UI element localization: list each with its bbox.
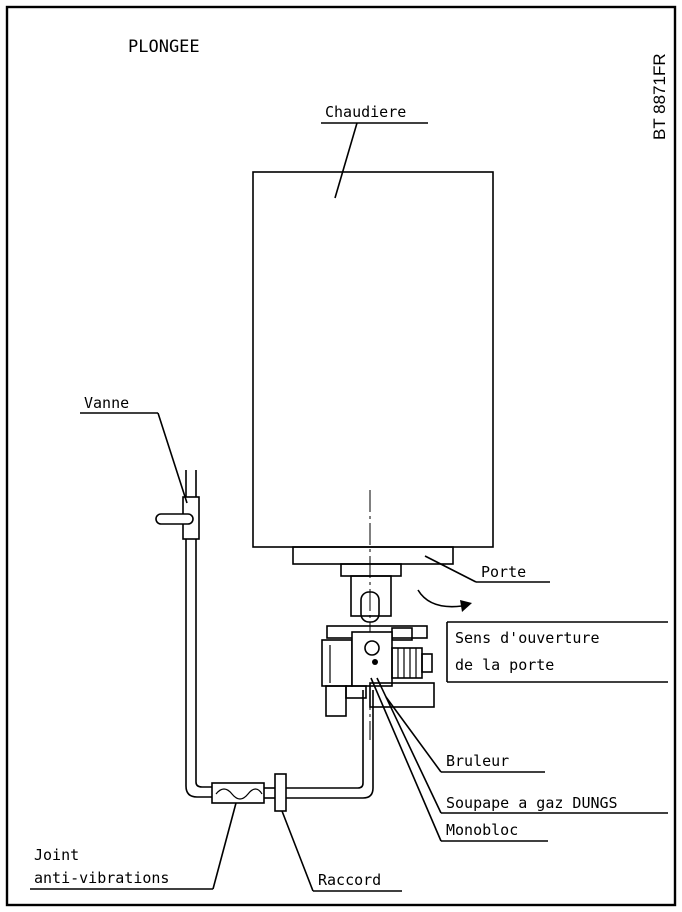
label-group-vanne: Vanne [80, 394, 188, 504]
gas-valve-body [351, 631, 393, 687]
label-sens-line1: Sens d'ouverture [455, 629, 600, 647]
burner-left-block [321, 639, 353, 687]
gas-valve-knob [364, 640, 380, 656]
label-group-chaudiere: Chaudiere [321, 103, 428, 199]
label-joint-line2: anti-vibrations [34, 869, 169, 887]
label-chaudiere: Chaudiere [325, 103, 406, 121]
gas-valve-dot [372, 659, 378, 665]
leader-bruleur [385, 696, 442, 773]
label-group-joint: Joint anti-vibrations [30, 802, 237, 890]
motor-housing [391, 647, 423, 679]
label-soupape: Soupape a gaz DUNGS [446, 794, 618, 812]
label-porte: Porte [481, 563, 526, 581]
anti-vibration-joint [211, 782, 265, 804]
door-opening-arc [417, 589, 463, 608]
burner-bottom-connector [345, 685, 367, 699]
burner-lower-block [369, 682, 435, 708]
label-group-monobloc: Monobloc [370, 677, 548, 842]
motor-cap [421, 653, 433, 673]
label-group-raccord: Raccord [281, 810, 402, 892]
label-group-sens: Sens d'ouverture de la porte [446, 621, 668, 683]
motor-fins [397, 648, 417, 678]
label-vanne: Vanne [84, 394, 129, 412]
leader-raccord [281, 810, 314, 892]
pipe-coupling [274, 773, 287, 812]
burner-nozzle [360, 591, 380, 623]
label-raccord: Raccord [318, 871, 381, 889]
gas-pipe [155, 470, 374, 812]
reference-code: BT 8871FR [650, 53, 669, 140]
diagram-title: PLONGEE [128, 37, 200, 57]
boiler-door [292, 546, 454, 565]
leader-vanne [157, 412, 188, 504]
leader-chaudiere [334, 122, 358, 199]
label-group-soupape: Soupape a gaz DUNGS [376, 677, 668, 814]
burner-bottom-left [325, 685, 347, 717]
door-opening-arrowhead [460, 600, 472, 612]
boiler-body [252, 171, 494, 548]
label-joint-line1: Joint [34, 846, 79, 864]
drawing-frame [5, 5, 677, 907]
label-monobloc: Monobloc [446, 821, 518, 839]
joint-wave [215, 788, 263, 800]
leader-joint [212, 802, 237, 890]
valve-handle [155, 513, 194, 525]
leader-porte [424, 555, 477, 583]
burner-assembly [321, 563, 435, 717]
label-group-bruleur: Bruleur [385, 696, 545, 773]
label-sens-line2: de la porte [455, 656, 554, 674]
leader-monobloc [370, 677, 442, 842]
burner-tube [350, 575, 392, 617]
burner-flange [340, 563, 402, 577]
label-bruleur: Bruleur [446, 752, 509, 770]
leader-soupape [376, 677, 442, 814]
label-group-porte: Porte [424, 555, 550, 583]
